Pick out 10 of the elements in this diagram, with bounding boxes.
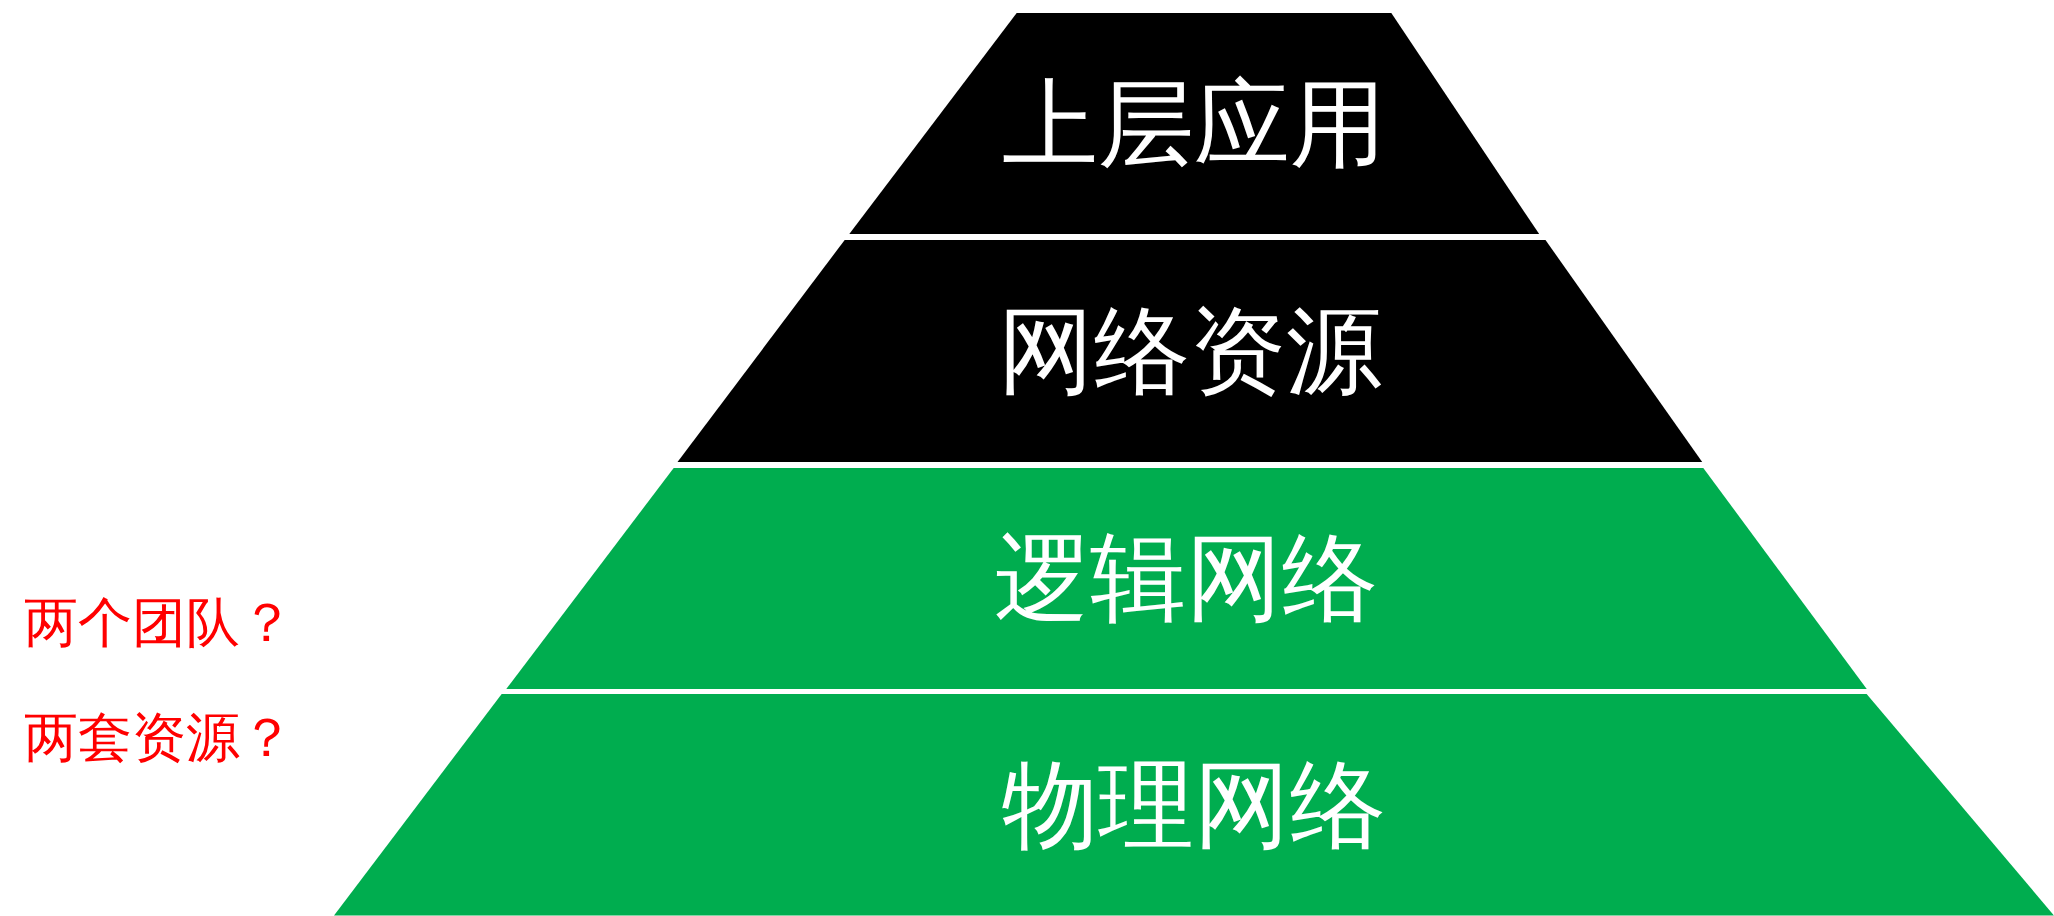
layer-label: 网络资源 [998,295,1383,408]
pyramid-layer [505,467,1867,689]
question-text: 两套资源？ [23,711,294,766]
pyramid-layer [334,694,2054,916]
question-text: 两个团队？ [23,596,294,650]
layer-label: 上层应用 [1002,67,1386,180]
layer-label: 物理网络 [1002,748,1386,861]
pyramid-layer [848,13,1540,235]
pyramid-layer [677,239,1703,463]
layer-label: 逻辑网络 [994,522,1379,635]
